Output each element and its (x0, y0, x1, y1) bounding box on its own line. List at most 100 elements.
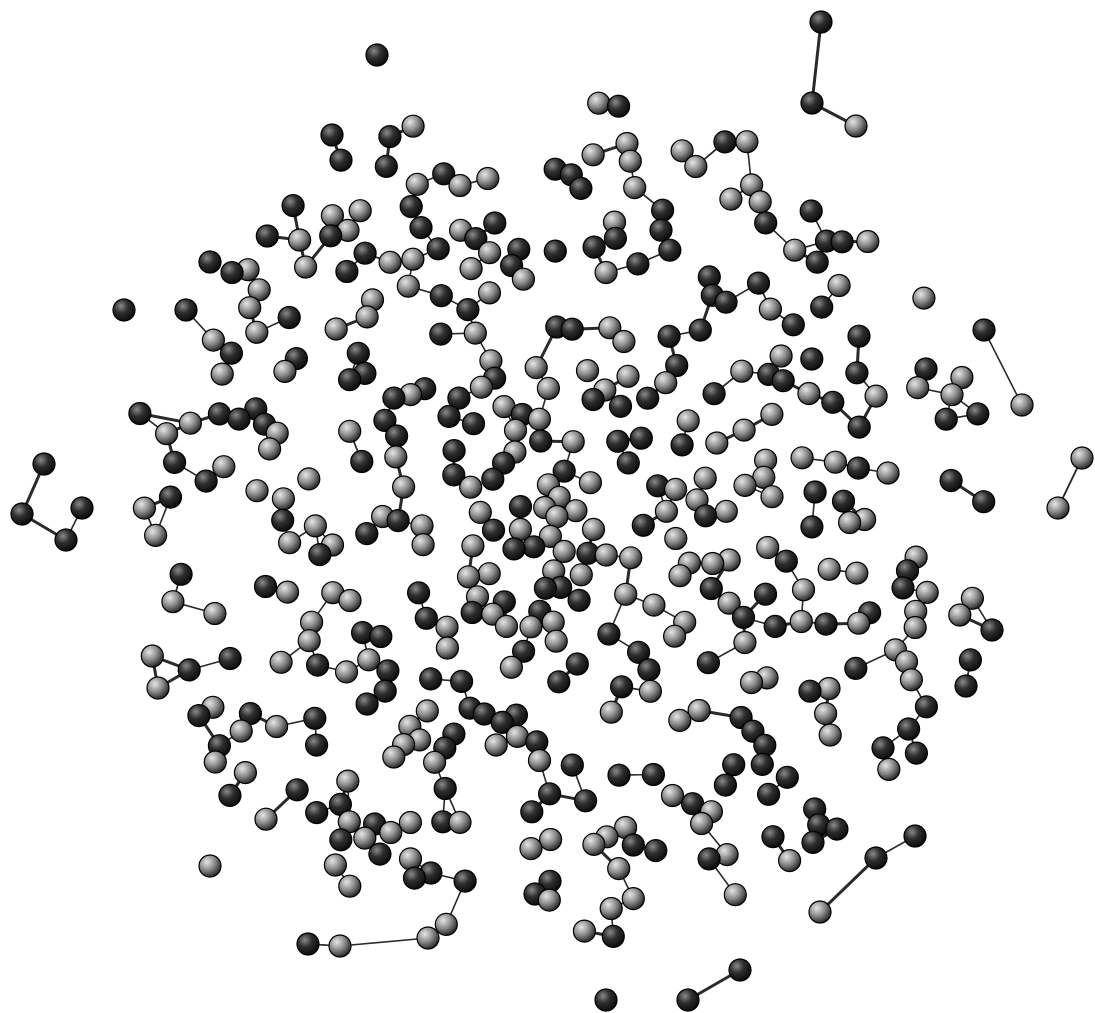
atom-dark (188, 705, 210, 727)
atom-light (179, 412, 201, 434)
atom-light (907, 377, 929, 399)
atom-light (520, 616, 542, 638)
atom-dark (755, 583, 777, 605)
atom-dark (658, 325, 680, 347)
atom-light (941, 384, 963, 406)
atom-light (570, 564, 592, 586)
atom-light (904, 617, 926, 639)
atom-dark (404, 867, 426, 889)
atom-light (815, 703, 837, 725)
atom-dark (379, 126, 401, 148)
atom-dark (510, 496, 532, 518)
atom-light (485, 734, 507, 756)
atom-dark (451, 670, 473, 692)
atom-light (600, 701, 622, 723)
atom-dark (356, 523, 378, 545)
atom-light (1047, 497, 1069, 519)
atom-dark (484, 212, 506, 234)
atom-dark (272, 509, 294, 531)
atom-dark (748, 272, 770, 294)
atom-light (356, 306, 378, 328)
atom-dark (438, 405, 460, 427)
atom-light (619, 150, 641, 172)
atom-light (246, 321, 268, 343)
atom-light (211, 363, 233, 385)
atom-dark (570, 177, 592, 199)
atom-light (525, 357, 547, 379)
atom-dark (723, 754, 745, 776)
atom-dark (534, 577, 556, 599)
atom-light (669, 565, 691, 587)
atom-dark (544, 240, 566, 262)
atom-dark (278, 307, 300, 329)
atom-light (274, 360, 296, 382)
atom-light (608, 858, 630, 880)
atom-dark (457, 299, 479, 321)
atom-light (397, 275, 419, 297)
atom-dark (697, 652, 719, 674)
atom-light (734, 474, 756, 496)
bond-line (984, 330, 1022, 405)
atom-light (460, 476, 482, 498)
atom-dark (751, 753, 773, 775)
atom-light (702, 553, 724, 575)
atom-dark (561, 318, 583, 340)
atom-dark (652, 199, 674, 221)
atom-light (449, 811, 471, 833)
atom-dark (848, 416, 870, 438)
atom-dark (695, 505, 717, 527)
atom-dark (659, 239, 681, 261)
atom-light (749, 191, 771, 213)
atom-light (779, 850, 801, 872)
atom-light (828, 275, 850, 297)
atom-dark (219, 784, 241, 806)
atom-light (436, 616, 458, 638)
atom-dark (959, 649, 981, 671)
bond-line (820, 858, 876, 912)
atom-light (949, 604, 971, 626)
atom-dark (801, 92, 823, 114)
atom-dark (408, 582, 430, 604)
atom-dark (304, 707, 326, 729)
atom-dark (386, 425, 408, 447)
atom-dark (905, 742, 927, 764)
atom-dark (370, 626, 392, 648)
atom-dark (582, 389, 604, 411)
atom-dark (846, 362, 868, 384)
bond-line (340, 938, 428, 946)
atom-light (458, 566, 480, 588)
atom-dark (461, 602, 483, 624)
atom-light (595, 262, 617, 284)
atom-dark (434, 778, 456, 800)
atom-light (379, 251, 401, 273)
atom-dark (608, 95, 630, 117)
atom-light (761, 486, 783, 508)
atom-light (617, 365, 639, 387)
atom-light (706, 432, 728, 454)
atom-light (156, 423, 178, 445)
atom-dark (221, 262, 243, 284)
atom-dark (758, 783, 780, 805)
atom-light (916, 581, 938, 603)
atom-dark (811, 296, 833, 318)
atom-light (402, 115, 424, 137)
atom-light (665, 528, 687, 550)
atom-dark (638, 659, 660, 681)
atom-light (685, 156, 707, 178)
atom-dark (973, 319, 995, 341)
atom-dark (443, 440, 465, 462)
atom-light (147, 677, 169, 699)
atom-light (791, 447, 813, 469)
atom-dark (164, 451, 186, 473)
atom-dark (700, 578, 722, 600)
atom-dark (160, 486, 182, 508)
atom-dark (113, 299, 135, 321)
atom-light (824, 451, 846, 473)
atom-light (620, 547, 642, 569)
atom-dark (671, 434, 693, 456)
atom-light (579, 472, 601, 494)
atom-dark (347, 342, 369, 364)
atom-dark (575, 790, 597, 812)
atom-dark (178, 659, 200, 681)
atom-light (385, 446, 407, 468)
